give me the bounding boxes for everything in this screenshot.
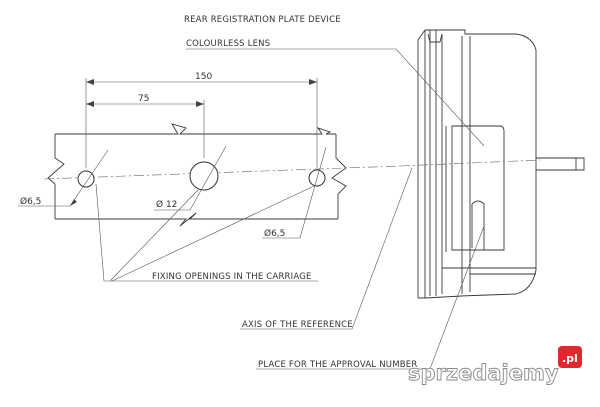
axis-leader	[240, 167, 413, 330]
dimension-150-label: 150	[195, 72, 212, 82]
device-title: REAR REGISTRATION PLATE DEVICE	[184, 15, 341, 25]
fixing-openings-leaders	[95, 183, 318, 282]
lamp-side-view	[417, 29, 585, 299]
approval-label: PLACE FOR THE APPROVAL NUMBER	[258, 360, 417, 370]
diameter-leader-right: Ø6,5	[262, 146, 327, 239]
watermark-badge	[558, 346, 582, 368]
fixing-openings-label: FIXING OPENINGS IN THE CARRIAGE	[152, 272, 312, 282]
fixing-hole-center	[189, 161, 219, 191]
watermark-logo: sprzedajemy .pl	[408, 346, 582, 385]
dimension-75: 75	[86, 94, 204, 107]
diameter-leader-left: Ø6,5	[18, 149, 109, 207]
mounting-plate	[47, 123, 347, 227]
watermark-text: sprzedajemy	[408, 361, 559, 385]
hole-left-diameter: Ø6,5	[20, 196, 41, 207]
dimension-150: 150	[86, 72, 317, 85]
watermark-badge-text: .pl	[562, 352, 578, 365]
axis-label: AXIS OF THE REFERENCE	[242, 320, 353, 330]
dimension-75-label: 75	[138, 94, 149, 104]
hole-right-diameter: Ø6,5	[264, 228, 285, 239]
diameter-leader-center: Ø 12	[154, 145, 227, 211]
hole-centerline	[43, 165, 401, 180]
fixing-hole-left	[77, 170, 95, 188]
approval-leader	[256, 225, 485, 370]
lens-label: COLOURLESS LENS	[186, 39, 270, 49]
hole-center-diameter: Ø 12	[156, 199, 177, 210]
lens-leader	[186, 48, 485, 147]
